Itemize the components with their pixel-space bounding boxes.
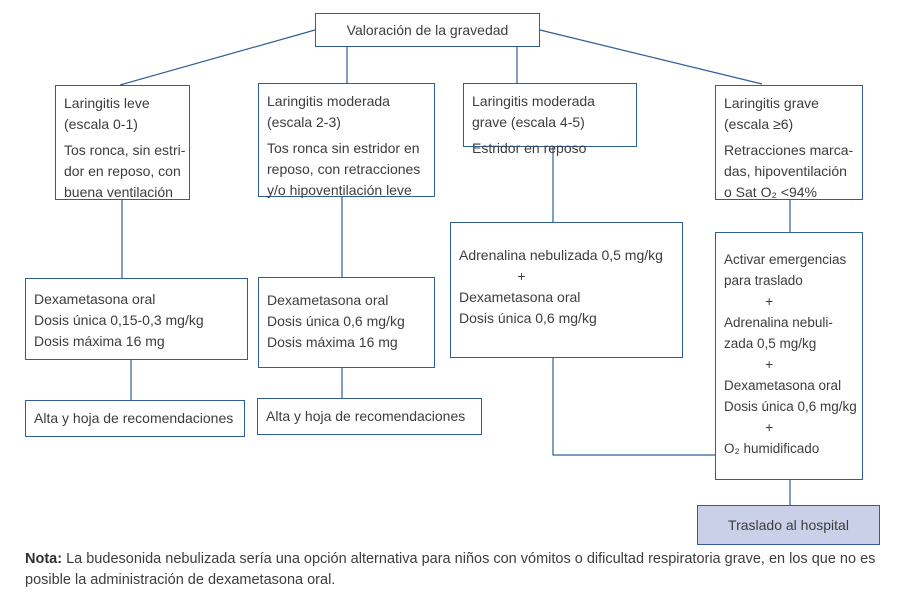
node-treatment-moderada: Dexametasona oral Dosis única 0,6 mg/kg … bbox=[258, 277, 435, 368]
node-laringitis-grave: Laringitis grave (escala ≥6) Retraccione… bbox=[715, 85, 863, 200]
outcome-text: Alta y hoja de recomendaciones bbox=[34, 410, 234, 426]
node-title: Laringitis moderada grave (escala 4-5) bbox=[472, 93, 595, 130]
node-discharge-leve: Alta y hoja de recomendaciones bbox=[25, 400, 245, 437]
node-hospital-transfer: Traslado al hospital bbox=[697, 505, 880, 545]
treatment-text: Dexametasona oral Dosis única 0,15-0,3 m… bbox=[34, 291, 204, 349]
node-treatment-leve: Dexametasona oral Dosis única 0,15-0,3 m… bbox=[25, 278, 248, 360]
node-title: Laringitis leve (escala 0-1) bbox=[64, 95, 150, 132]
treatment-text: Adrenalina nebulizada 0,5 mg/kg + Dexame… bbox=[459, 247, 663, 326]
node-laringitis-leve: Laringitis leve (escala 0-1) Tos ronca, … bbox=[55, 85, 190, 200]
treatment-text: Activar emergencias para traslado + Adre… bbox=[724, 252, 857, 456]
node-description: Tos ronca, sin estri- dor en reposo, con… bbox=[64, 142, 186, 200]
node-laringitis-moderada-grave: Laringitis moderada grave (escala 4-5) E… bbox=[463, 83, 637, 156]
node-discharge-moderada: Alta y hoja de recomendaciones bbox=[257, 398, 482, 435]
node-laringitis-moderada: Laringitis moderada (escala 2-3) Tos ron… bbox=[258, 83, 435, 198]
node-treatment-grave: Activar emergencias para traslado + Adre… bbox=[715, 232, 863, 480]
footnote-label: Nota: bbox=[25, 551, 63, 567]
node-title: Laringitis moderada (escala 2-3) bbox=[267, 93, 390, 130]
node-description: Estridor en reposo bbox=[472, 140, 587, 156]
node-description: Retracciones marca- das, hipoventilación… bbox=[724, 142, 854, 200]
footnote: Nota: La budesonida nebulizada sería una… bbox=[25, 549, 883, 591]
node-title: Laringitis grave (escala ≥6) bbox=[724, 95, 819, 132]
outcome-text: Alta y hoja de recomendaciones bbox=[266, 408, 466, 424]
node-treatment-moderada-grave: Adrenalina nebulizada 0,5 mg/kg + Dexame… bbox=[450, 222, 683, 358]
node-description: Tos ronca sin estridor en reposo, con re… bbox=[267, 140, 421, 198]
node-severity-assessment: Valoración de la gravedad bbox=[315, 13, 540, 47]
treatment-text: Dexametasona oral Dosis única 0,6 mg/kg … bbox=[267, 292, 405, 350]
footnote-text: La budesonida nebulizada sería una opció… bbox=[25, 551, 876, 588]
